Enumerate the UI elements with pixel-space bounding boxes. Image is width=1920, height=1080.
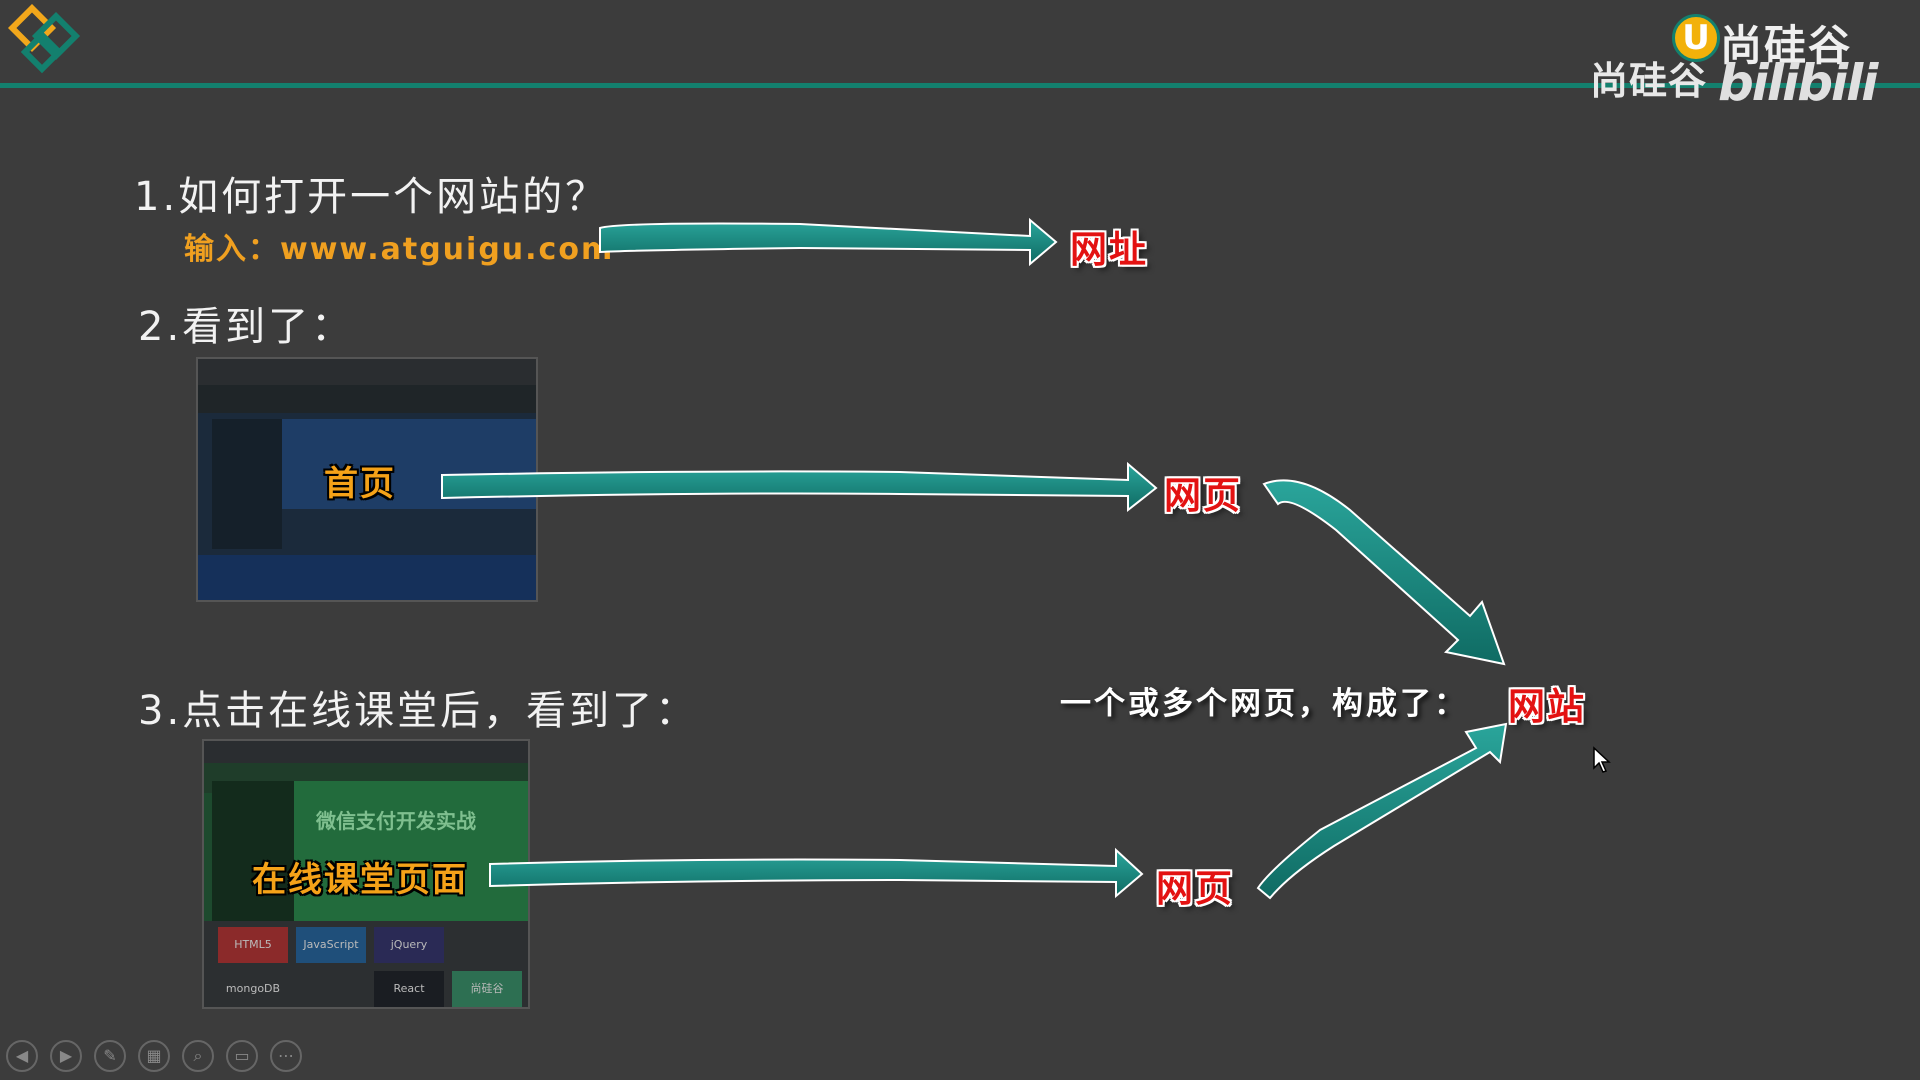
tile-4: mongoDB bbox=[218, 971, 288, 1007]
top-accent-line bbox=[0, 83, 1920, 88]
q1-input-line: 输入：www.atguigu.com bbox=[184, 232, 615, 267]
mouse-cursor-icon bbox=[1593, 746, 1611, 773]
thumb2-banner: 微信支付开发实战 bbox=[316, 809, 476, 833]
screen-icon[interactable]: ▭ bbox=[226, 1040, 258, 1072]
conclusion-result-label: 网站 bbox=[1508, 685, 1586, 728]
brand-name-right: 尚硅谷 bbox=[1720, 21, 1853, 70]
tile-3: jQuery bbox=[374, 927, 444, 963]
conclusion-text: 一个或多个网页，构成了： bbox=[1060, 686, 1468, 722]
pen-icon[interactable]: ✎ bbox=[94, 1040, 126, 1072]
diamond-logo-icon bbox=[8, 4, 81, 74]
q3-result-label: 网页 bbox=[1156, 867, 1234, 910]
presentation-toolbar: ◀ ▶ ✎ ▦ ⌕ ▭ ⋯ bbox=[6, 1040, 302, 1074]
tile-1: HTML5 bbox=[218, 927, 288, 963]
q3-thumb-label: 在线课堂页面 bbox=[252, 860, 468, 900]
q2-result-label: 网页 bbox=[1164, 474, 1242, 517]
prev-icon[interactable]: ◀ bbox=[6, 1040, 38, 1072]
slides-icon[interactable]: ▦ bbox=[138, 1040, 170, 1072]
brand-name-left: 尚硅谷 bbox=[1590, 59, 1708, 103]
q1-result-label: 网址 bbox=[1070, 228, 1148, 271]
arrow-q3 bbox=[489, 847, 1144, 899]
arrow-to-site-lower bbox=[1256, 722, 1508, 900]
tile-2: JavaScript bbox=[296, 927, 366, 963]
next-icon[interactable]: ▶ bbox=[50, 1040, 82, 1072]
arrow-q2 bbox=[441, 461, 1158, 513]
zoom-icon[interactable]: ⌕ bbox=[182, 1040, 214, 1072]
brand-u-icon: U bbox=[1672, 14, 1720, 62]
tile-5: React bbox=[374, 971, 444, 1007]
online-class-thumbnail: 微信支付开发实战 HTML5 JavaScript jQuery mongoDB… bbox=[202, 739, 530, 1009]
q2-heading: 2.看到了： bbox=[138, 304, 355, 350]
arrow-to-site-upper bbox=[1262, 479, 1506, 666]
arrow-q1 bbox=[599, 217, 1058, 267]
q3-heading: 3.点击在线课堂后，看到了： bbox=[138, 688, 699, 734]
bilibili-logo: bilibili bbox=[1718, 54, 1878, 112]
q1-heading: 1.如何打开一个网站的？ bbox=[134, 174, 609, 220]
q2-thumb-label: 首页 bbox=[324, 464, 396, 504]
homepage-thumbnail bbox=[196, 357, 538, 602]
more-icon[interactable]: ⋯ bbox=[270, 1040, 302, 1072]
brand-watermark: 尚硅谷 U 尚硅谷 bilibili bbox=[1590, 10, 1920, 112]
tile-6: 尚硅谷 bbox=[452, 971, 522, 1007]
